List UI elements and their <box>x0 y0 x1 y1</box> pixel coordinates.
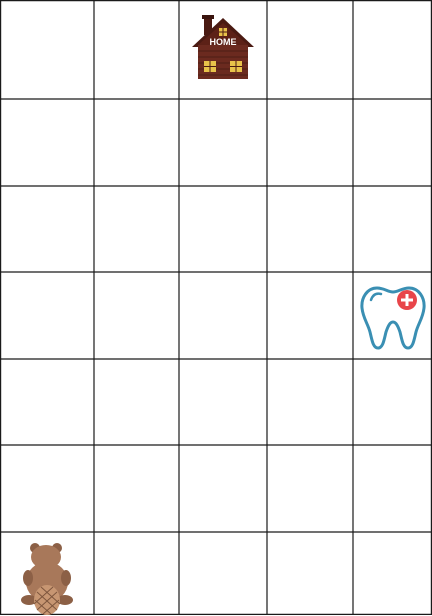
board-cell[interactable] <box>267 445 353 532</box>
cell-home[interactable]: HOME <box>179 0 267 99</box>
tooth-icon <box>357 280 429 352</box>
board-cell[interactable] <box>94 186 179 272</box>
board-cell[interactable] <box>353 445 432 532</box>
board-cell[interactable] <box>0 445 94 532</box>
board-cell[interactable] <box>94 0 179 99</box>
house-icon: HOME <box>190 15 256 81</box>
board-cell[interactable] <box>94 99 179 186</box>
board-cell[interactable] <box>267 272 353 359</box>
home-label: HOME <box>210 37 237 47</box>
beaver-icon <box>17 538 77 616</box>
board-cell[interactable] <box>0 359 94 445</box>
board-cell[interactable] <box>0 272 94 359</box>
board-cell[interactable] <box>353 0 432 99</box>
board-cell[interactable] <box>353 99 432 186</box>
board-cell[interactable] <box>267 359 353 445</box>
board-cell[interactable] <box>267 0 353 99</box>
board-cell[interactable] <box>0 0 94 99</box>
board-cell[interactable] <box>94 532 179 615</box>
board-cell[interactable] <box>179 272 267 359</box>
board-cell[interactable] <box>179 359 267 445</box>
cell-beaver[interactable] <box>0 532 94 615</box>
board-cell[interactable] <box>94 272 179 359</box>
board-cell[interactable] <box>179 532 267 615</box>
cell-tooth[interactable] <box>353 272 432 359</box>
board-cell[interactable] <box>179 186 267 272</box>
board-cell[interactable] <box>179 99 267 186</box>
board-cell[interactable] <box>267 186 353 272</box>
board-cell[interactable] <box>353 359 432 445</box>
board-cell[interactable] <box>179 445 267 532</box>
board-cell[interactable] <box>353 532 432 615</box>
board-cell[interactable] <box>353 186 432 272</box>
board-cell[interactable] <box>0 186 94 272</box>
board-cell[interactable] <box>0 99 94 186</box>
board-cell[interactable] <box>94 445 179 532</box>
board-cell[interactable] <box>267 532 353 615</box>
board-cell[interactable] <box>94 359 179 445</box>
board-cell[interactable] <box>267 99 353 186</box>
